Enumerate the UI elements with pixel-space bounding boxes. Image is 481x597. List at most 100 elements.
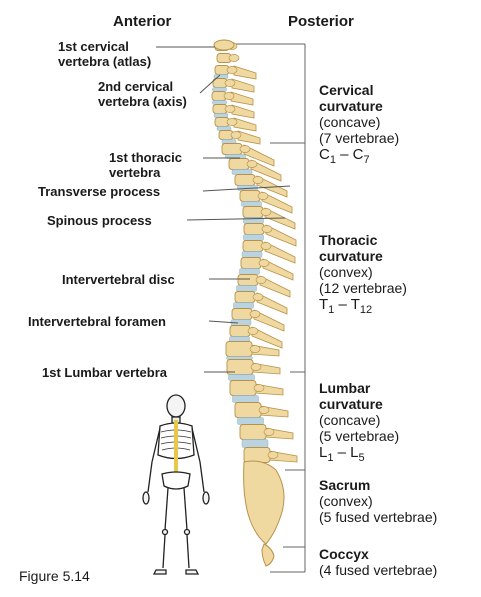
transverse-process (255, 276, 267, 284)
intervertebral-disc (231, 169, 253, 175)
region-brackets (230, 43, 306, 573)
transverse-process (263, 428, 275, 436)
vertebral-body (221, 143, 243, 155)
intervertebral-disc (233, 302, 254, 309)
skeleton-figure (142, 394, 210, 575)
intervertebral-disc (212, 87, 227, 92)
coccyx-title: Coccyx (319, 546, 369, 562)
transverse-process (223, 92, 235, 100)
transverse-process (246, 160, 258, 168)
atlas-vertebra (213, 39, 235, 51)
vertebral-body (234, 402, 262, 418)
region-thoracic: Thoracic curvature (convex) (12 vertebra… (319, 232, 407, 318)
thoracic-count: (12 vertebrae) (319, 280, 407, 296)
cervical-range: C1 – C7 (319, 146, 370, 167)
transverse-process (258, 259, 270, 267)
vertebral-body (239, 424, 267, 440)
transverse-process (253, 384, 265, 392)
transverse-process (260, 242, 272, 250)
transverse-process (258, 406, 270, 414)
intervertebral-disc (216, 126, 232, 131)
label-thoracic1-line1: 1st thoracic (109, 150, 182, 165)
lumbar-count: (5 vertebrae) (319, 428, 400, 444)
intervertebral-disc (241, 439, 269, 448)
intervertebral-disc (212, 100, 227, 105)
thoracic-range: T1 – T12 (319, 296, 373, 317)
sacrum-title: Sacrum (319, 477, 371, 493)
transverse-process (230, 131, 242, 139)
spinous-process (233, 117, 257, 132)
intervertebral-disc (243, 234, 264, 241)
spinous-process (233, 65, 257, 80)
region-cervical: Cervical curvature (concave) (7 vertebra… (319, 82, 399, 168)
intervertebral-disc (213, 113, 229, 118)
transverse-process (250, 363, 262, 371)
vertebral-body (242, 240, 264, 252)
transverse-process (226, 118, 238, 126)
vertebral-body (239, 190, 261, 202)
transverse-process (239, 145, 251, 153)
label-intervertebral-foramen: Intervertebral foramen (28, 314, 166, 329)
intervertebral-disc (241, 201, 262, 207)
label-1st-lumbar: 1st Lumbar vertebra (42, 365, 167, 380)
label-intervertebral-disc: Intervertebral disc (62, 272, 175, 287)
thoracic-title: Thoracic (319, 232, 378, 248)
vertebral-body (234, 174, 256, 186)
posterior-header: Posterior (288, 13, 354, 30)
intervertebral-disc (237, 417, 264, 425)
intervertebral-disc (232, 395, 259, 403)
intervertebral-disc (239, 268, 260, 275)
label-atlas: 1st cervical vertebra (atlas) (58, 39, 151, 69)
lumbar-title: Lumbar (319, 380, 371, 396)
label-axis: 2nd cervical vertebra (axis) (98, 79, 187, 109)
transverse-process (249, 310, 261, 318)
transverse-process (247, 327, 259, 335)
sacrum-count: (5 fused vertebrae) (319, 509, 438, 525)
vertebral-body (229, 380, 257, 396)
coccyx-count: (4 fused vertebrae) (319, 562, 438, 578)
leader-lines (156, 46, 291, 373)
lumbar-range: L1 – L5 (319, 444, 365, 465)
label-atlas-line1: 1st cervical (58, 39, 129, 54)
transverse-process (260, 208, 272, 216)
vertebral-body (228, 158, 250, 170)
vertebral-body (234, 291, 256, 303)
label-thoracic1-line2: vertebra (109, 165, 161, 180)
cervical-desc: (concave) (319, 114, 381, 130)
vertebral-body (229, 325, 251, 337)
intervertebral-disc (236, 285, 257, 292)
region-sacrum: Sacrum (convex) (5 fused vertebrae) (319, 477, 437, 525)
vertebral-body (231, 308, 253, 320)
transverse-process (228, 54, 240, 62)
label-axis-line2: vertebra (axis) (98, 94, 187, 109)
intervertebral-disc (241, 251, 263, 258)
vertebral-body (243, 223, 265, 235)
coccyx-bone (261, 543, 275, 567)
vertebral-body (225, 341, 253, 357)
transverse-process (224, 105, 236, 113)
transverse-process (252, 176, 264, 184)
vertebral-body (240, 257, 262, 269)
label-axis-line1: 2nd cervical (98, 79, 174, 94)
vertebral-body (237, 274, 259, 286)
transverse-process (267, 451, 279, 459)
sacrum-bone (243, 460, 285, 545)
region-lumbar: Lumbar curvature (concave) (5 vertebrae)… (319, 380, 399, 466)
spinous-process (231, 78, 255, 93)
thoracic-desc: (convex) (319, 264, 373, 280)
label-spinous-process: Spinous process (47, 213, 152, 228)
spinous-process (237, 130, 261, 145)
transverse-process (261, 225, 273, 233)
label-atlas-line2: vertebra (atlas) (58, 54, 152, 69)
transverse-process (224, 79, 236, 87)
label-thoracic1: 1st thoracic vertebra (109, 150, 182, 180)
transverse-process (226, 66, 238, 74)
label-transverse-process: Transverse process (38, 184, 161, 199)
vertebral-body (243, 447, 271, 463)
sacrum-desc: (convex) (319, 493, 373, 509)
intervertebral-disc (228, 374, 255, 381)
transverse-process (257, 192, 269, 200)
lumbar-title-2: curvature (319, 396, 383, 412)
anterior-header: Anterior (113, 13, 172, 30)
